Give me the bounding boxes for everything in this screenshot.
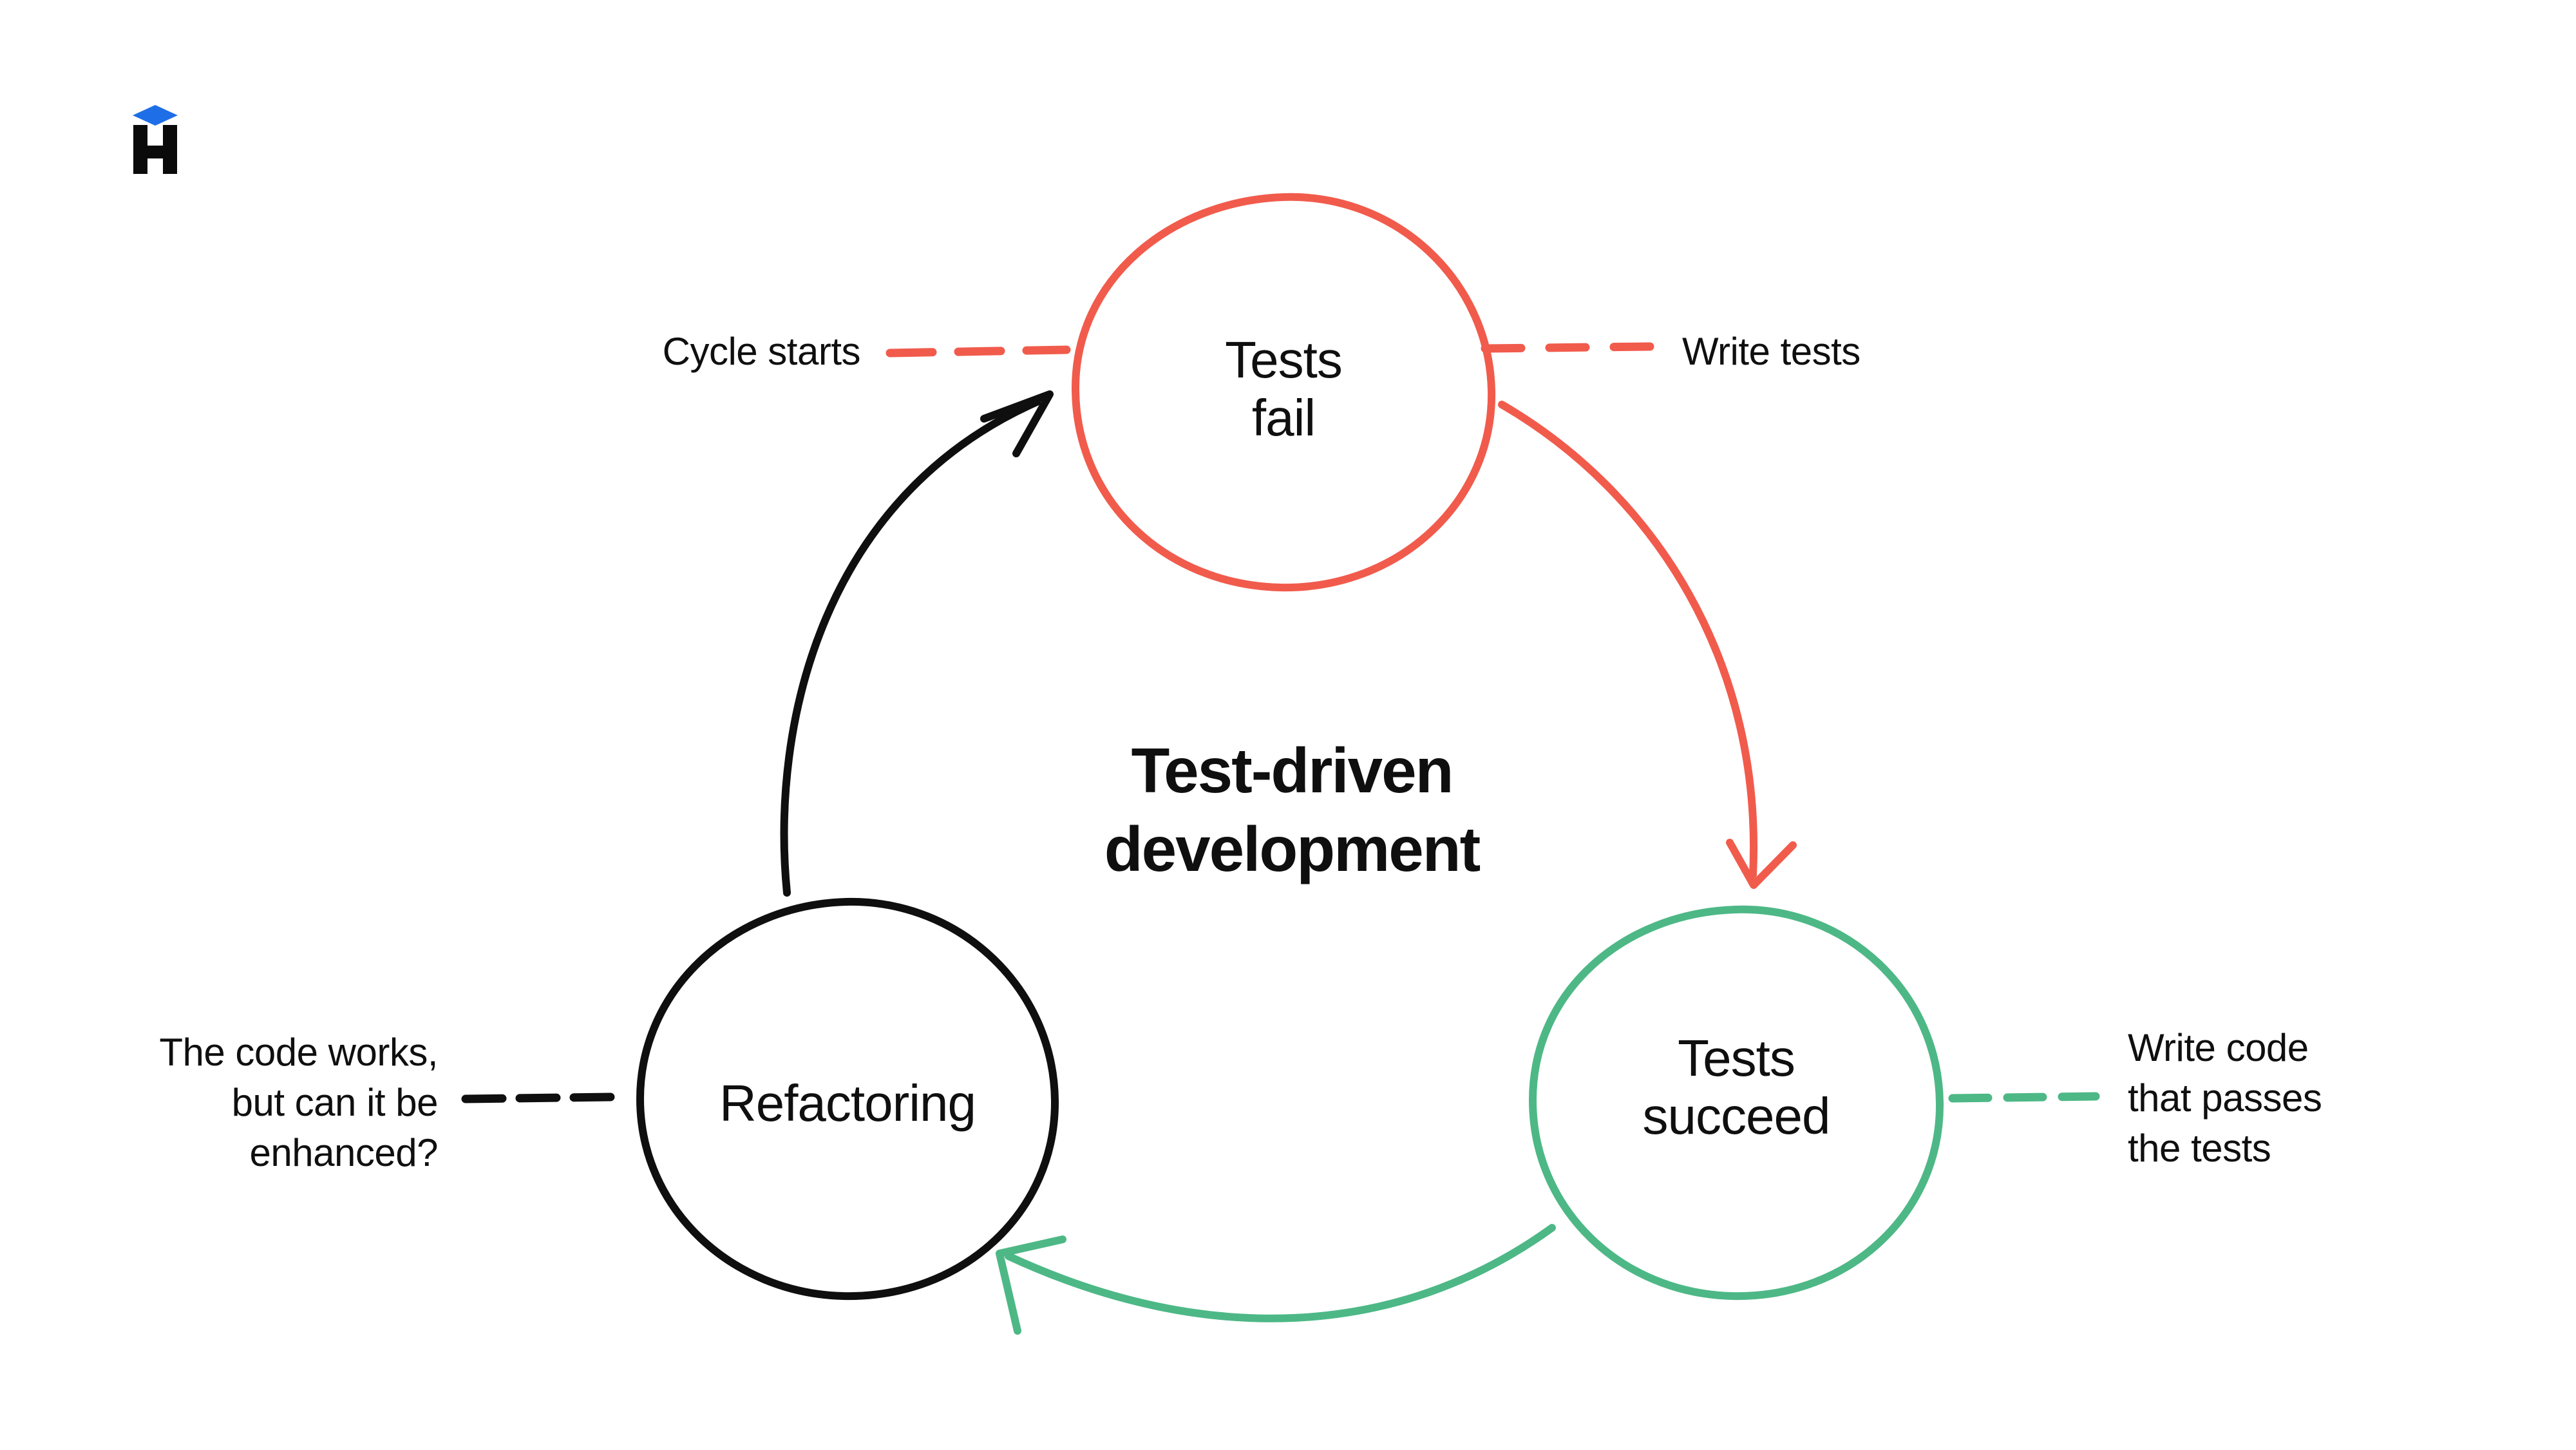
tests-fail-label-line-1: Tests [1225, 331, 1342, 388]
arrow-refactoring-to-tests-fail [780, 398, 1041, 897]
write-tests-label: Write tests [1682, 330, 1861, 373]
cycle-starts-dashed-line [886, 345, 1071, 358]
tests-succeed-node-circle [1528, 905, 1944, 1301]
arrow-refactoring-to-tests-fail-head-icon [980, 390, 1054, 457]
tests-fail-label-line-2: fail [1252, 389, 1315, 446]
refactoring-node-circle [636, 897, 1059, 1301]
code-works-label-line-2: but can it be [232, 1081, 438, 1124]
cycle-starts-label: Cycle starts [663, 330, 860, 373]
diagram-title-line-1: Test-driven [1132, 735, 1453, 806]
logo-h-left-stem [133, 125, 147, 174]
logo-h-right-stem [163, 125, 177, 174]
tests-succeed-label-line-2: succeed [1643, 1087, 1830, 1145]
code-works-label-line-3: enhanced? [250, 1131, 438, 1174]
arrow-tests-fail-to-tests-succeed-head-icon [1726, 839, 1797, 889]
arrow-tests-succeed-to-refactoring [1005, 1224, 1556, 1322]
tests-fail-node-circle [1071, 193, 1496, 592]
brand-logo-icon: H [133, 105, 178, 174]
tests-succeed-label-line-1: Tests [1678, 1029, 1795, 1087]
refactoring-label: Refactoring [719, 1074, 976, 1132]
arrow-tests-succeed-to-refactoring-head-icon [996, 1235, 1066, 1335]
code-works-dashed-line [461, 1092, 615, 1103]
code-works-label-line-1: The code works, [159, 1031, 438, 1074]
logo-diamond-icon [133, 105, 178, 126]
write-code-label-line-1: Write code [2128, 1026, 2309, 1069]
logo-h-crossbar [144, 146, 166, 158]
write-code-label-line-2: that passes [2128, 1076, 2322, 1120]
write-tests-dashed-line [1481, 342, 1654, 353]
write-code-dashed-line [1948, 1092, 2100, 1103]
arrow-tests-fail-to-tests-succeed [1498, 401, 1757, 879]
diagram-title-line-2: development [1104, 814, 1481, 884]
write-code-label-line-3: the tests [2128, 1127, 2271, 1170]
